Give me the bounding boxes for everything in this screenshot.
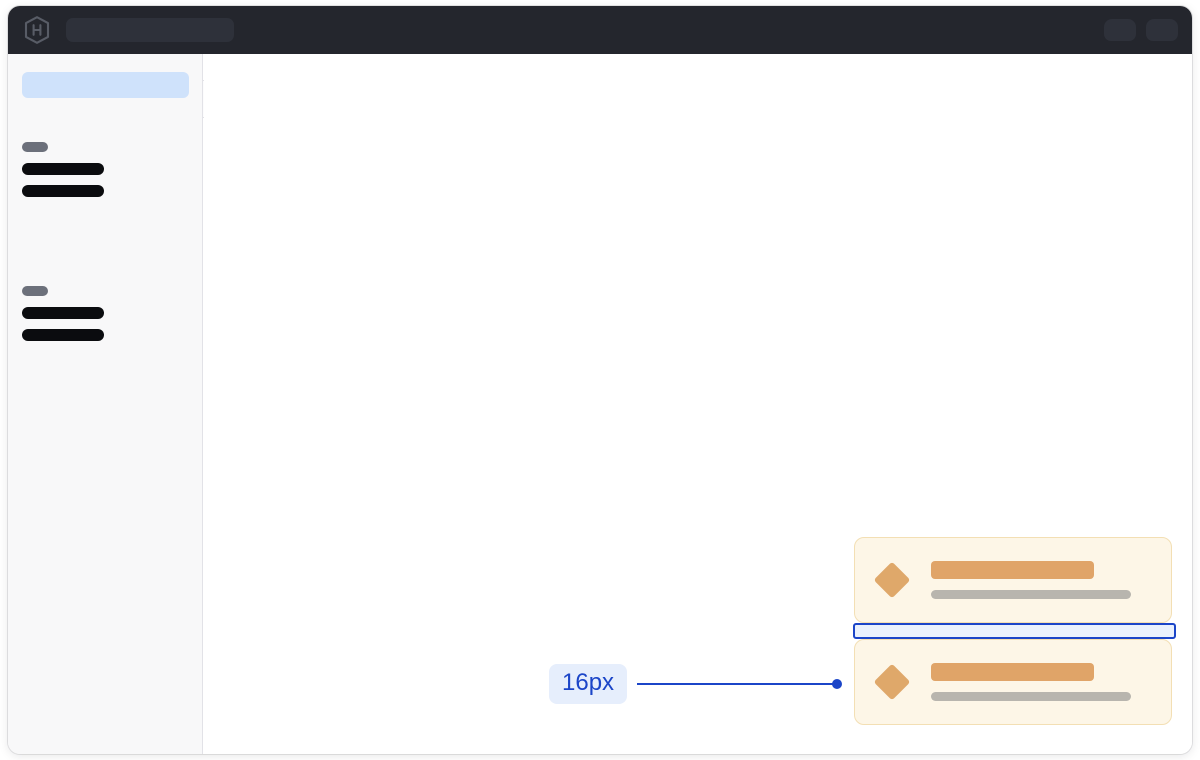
- search-input[interactable]: [66, 18, 234, 42]
- card-item-1-title: [931, 561, 1094, 579]
- topbar: [8, 6, 1192, 54]
- sidebar-item-1-1[interactable]: [22, 163, 104, 175]
- body-split: 16px: [8, 54, 1192, 754]
- gap-measurement-value: 16px: [549, 664, 628, 704]
- sidebar: [8, 54, 203, 754]
- sidebar-group-1-label: [22, 142, 48, 152]
- sidebar-group-1: [22, 142, 104, 207]
- hashicorp-hexagon-logo-icon[interactable]: [24, 16, 50, 44]
- sidebar-group-2: [22, 286, 104, 351]
- topbar-actions: [1104, 19, 1178, 41]
- sidebar-item-2-2[interactable]: [22, 329, 104, 341]
- inspected-card-stack: [853, 537, 1176, 725]
- topbar-chip-1[interactable]: [1104, 19, 1136, 41]
- diamond-icon: [873, 561, 911, 599]
- card-item-2[interactable]: [854, 639, 1172, 725]
- sidebar-group-2-label: [22, 286, 48, 296]
- card-item-2-title: [931, 663, 1094, 681]
- window-frame: 16px: [8, 6, 1192, 754]
- gap-highlight-overlay[interactable]: [853, 623, 1176, 639]
- card-gap-spacer: [853, 623, 1176, 639]
- measure-endpoint-dot-icon: [832, 679, 843, 689]
- card-item-2-subtitle: [931, 692, 1131, 701]
- card-item-2-lines: [931, 663, 1153, 701]
- measure-leader-line: [637, 683, 834, 685]
- sidebar-item-selected[interactable]: [22, 72, 189, 98]
- gap-measurement-annotation: 16px: [549, 664, 843, 704]
- diamond-icon: [873, 663, 911, 701]
- card-item-1[interactable]: [854, 537, 1172, 623]
- card-item-1-lines: [931, 561, 1153, 599]
- topbar-chip-2[interactable]: [1146, 19, 1178, 41]
- card-item-1-subtitle: [931, 590, 1131, 599]
- canvas: 16px: [204, 54, 1192, 754]
- sidebar-item-2-1[interactable]: [22, 307, 104, 319]
- sidebar-item-1-2[interactable]: [22, 185, 104, 197]
